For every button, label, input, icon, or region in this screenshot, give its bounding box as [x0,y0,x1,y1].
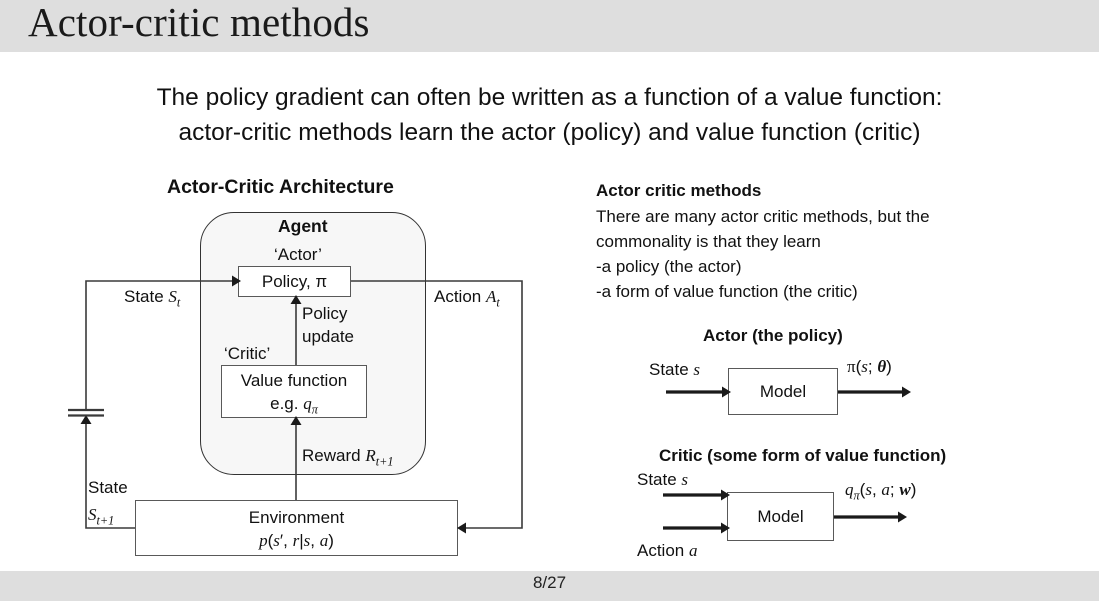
critic-quote-label: ‘Critic’ [224,344,271,363]
subtitle: The policy gradient can often be written… [0,80,1099,150]
critic-input-label-2: Action a [637,541,698,560]
value-function-box: Value function e.g. qπ [221,365,367,418]
page-title: Actor-critic methods [28,0,370,45]
actor-model-box: Model [728,368,838,415]
notes-line-4: -a form of value function (the critic) [596,282,858,301]
next-state-line-1: State [88,478,128,497]
architecture-heading: Actor-Critic Architecture [167,176,394,198]
next-state-line-2: St+1 [88,505,115,528]
environment-box: Environment p(s′, r|s, a) [135,500,458,556]
action-label: Action At [434,287,500,310]
slide-number: 8/27 [532,573,567,592]
policy-update-line-2: update [302,327,354,346]
critic-output-label: qπ(s, a; w) [845,480,917,503]
footer-band [0,571,1099,601]
critic-model-label: Model [757,507,804,526]
state-label: State St [124,287,181,310]
critic-diagram-heading: Critic (some form of value function) [659,446,947,465]
actor-input-label: State s [649,360,701,379]
actor-output-label: π(s; θ) [847,357,892,376]
reward-label: Reward Rt+1 [302,446,394,469]
title-band [0,0,1099,52]
actor-model-label: Model [759,382,807,401]
subtitle-line-1: The policy gradient can often be written… [156,84,943,111]
policy-box: Policy, π [238,266,351,297]
critic-model-box: Model [727,492,834,541]
value-function-line-2: e.g. qπ [270,394,318,417]
environment-line-1: Environment [248,508,345,527]
environment-line-2: p(s′, r|s, a) [259,531,334,550]
policy-update-line-1: Policy [302,304,348,323]
delay-element-icon [68,408,104,417]
policy-box-label: Policy, π [261,272,328,291]
notes-line-2: commonality is that they learn [596,232,821,251]
notes-line-3: -a policy (the actor) [596,257,742,276]
agent-label: Agent [278,216,328,236]
actor-diagram-heading: Actor (the policy) [703,326,843,345]
subtitle-line-2: actor-critic methods learn the actor (po… [178,119,921,146]
critic-input-label-1: State s [637,470,689,489]
notes-heading: Actor critic methods [596,181,762,200]
notes-line-1: There are many actor critic methods, but… [596,207,930,226]
value-function-line-1: Value function [240,371,348,390]
actor-quote-label: ‘Actor’ [274,245,322,264]
